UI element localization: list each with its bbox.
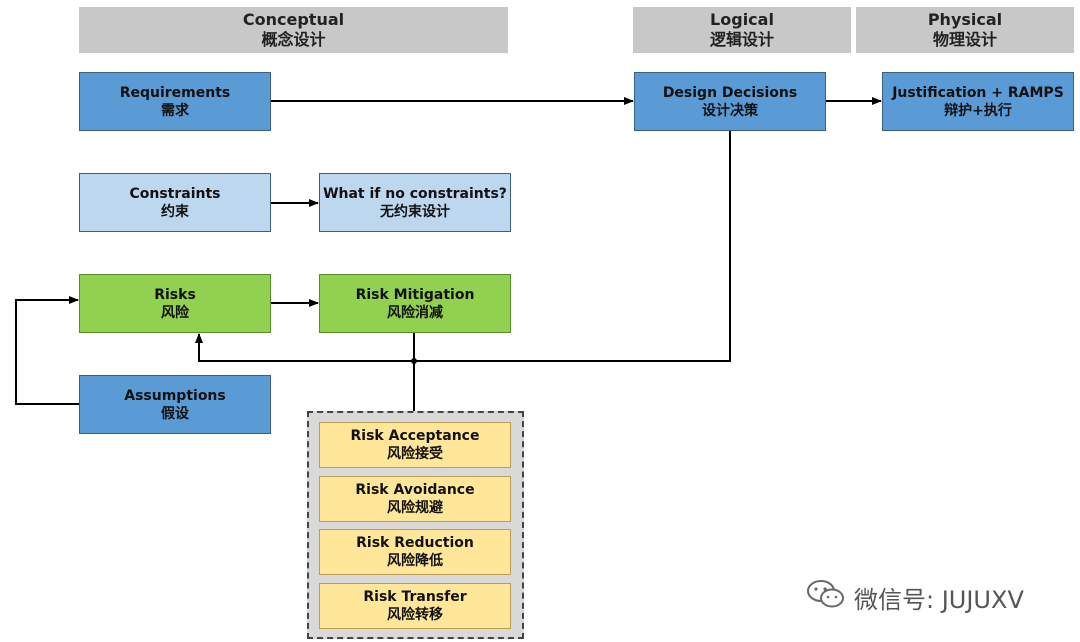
node-assumptions: Assumptions 假设	[79, 375, 271, 434]
watermark: 微信号: JUJUXV	[806, 578, 1024, 616]
node-risk-mitigation-en: Risk Mitigation	[355, 286, 475, 303]
node-no-constraints-en: What if no constraints?	[323, 185, 507, 202]
node-constraints: Constraints 约束	[79, 173, 271, 232]
node-assumptions-en: Assumptions	[124, 387, 226, 404]
node-assumptions-zh: 假设	[161, 405, 189, 422]
wechat-icon	[806, 578, 846, 616]
header-conceptual: Conceptual 概念设计	[79, 7, 508, 53]
header-logical: Logical 逻辑设计	[633, 7, 851, 53]
node-risk-avoidance: Risk Avoidance 风险规避	[319, 476, 511, 522]
node-risk-avoidance-zh: 风险规避	[387, 500, 443, 516]
node-justification-zh: 辩护+执行	[944, 102, 1012, 119]
node-risks-en: Risks	[154, 286, 196, 303]
node-risk-acceptance: Risk Acceptance 风险接受	[319, 422, 511, 468]
node-risk-mitigation-zh: 风险消减	[387, 304, 443, 321]
node-risk-acceptance-en: Risk Acceptance	[350, 428, 480, 444]
node-no-constraints: What if no constraints? 无约束设计	[319, 173, 511, 232]
node-justification-en: Justification + RAMPS	[892, 84, 1064, 101]
node-risk-reduction-zh: 风险降低	[387, 553, 443, 569]
node-no-constraints-zh: 无约束设计	[380, 203, 450, 220]
node-risk-acceptance-zh: 风险接受	[387, 446, 443, 462]
node-design-decisions: Design Decisions 设计决策	[634, 72, 826, 131]
header-physical-en: Physical	[927, 10, 1003, 29]
node-constraints-zh: 约束	[161, 203, 189, 220]
node-risk-mitigation: Risk Mitigation 风险消减	[319, 274, 511, 333]
edge-assumptions-risks	[15, 296, 79, 405]
node-design-decisions-en: Design Decisions	[662, 84, 798, 101]
watermark-text: 微信号: JUJUXV	[854, 585, 1024, 614]
node-risk-transfer: Risk Transfer 风险转移	[319, 583, 511, 629]
header-logical-en: Logical	[710, 10, 774, 29]
header-logical-zh: 逻辑设计	[709, 30, 774, 49]
node-justification: Justification + RAMPS 辩护+执行	[882, 72, 1074, 131]
node-risks-zh: 风险	[161, 304, 189, 321]
header-conceptual-en: Conceptual	[242, 10, 345, 29]
node-risk-reduction-en: Risk Reduction	[356, 535, 474, 551]
junction-dot	[411, 358, 417, 364]
node-risk-reduction: Risk Reduction 风险降低	[319, 529, 511, 575]
node-constraints-en: Constraints	[129, 185, 221, 202]
node-risk-avoidance-en: Risk Avoidance	[355, 482, 475, 498]
header-physical: Physical 物理设计	[856, 7, 1074, 53]
node-risk-transfer-en: Risk Transfer	[363, 589, 467, 605]
node-risk-transfer-zh: 风险转移	[387, 607, 443, 623]
node-design-decisions-zh: 设计决策	[702, 102, 758, 119]
header-conceptual-zh: 概念设计	[261, 30, 326, 49]
header-physical-zh: 物理设计	[932, 30, 997, 49]
node-risks: Risks 风险	[79, 274, 271, 333]
node-requirements-zh: 需求	[161, 102, 189, 119]
node-requirements: Requirements 需求	[79, 72, 271, 131]
edge-design-risks	[195, 131, 731, 362]
node-requirements-en: Requirements	[119, 84, 231, 101]
